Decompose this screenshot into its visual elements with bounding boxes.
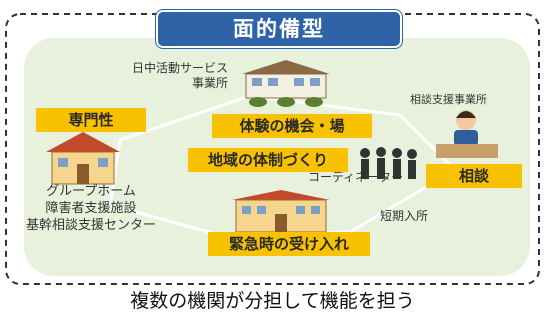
coordinator-label: コーディネーター (308, 170, 404, 184)
diagram-caption: 複数の機関が分担して機能を担う (130, 290, 415, 312)
counselor-person-icon (436, 110, 498, 158)
expertise-box: 専門性 (36, 108, 146, 132)
short-stay-building-icon (232, 190, 330, 233)
people-icon (360, 147, 417, 179)
consult-office-label: 相談支援事業所 (410, 93, 487, 106)
emergency-box: 緊急時の受け入れ (208, 232, 370, 256)
community-box: 地域の体制づくり (188, 148, 348, 172)
group-home-house-icon (46, 132, 120, 185)
consultation-box: 相談 (426, 164, 522, 188)
day-service-label: 日中活動サービス 事業所 (132, 61, 229, 90)
experience-box: 体験の機会・場 (212, 114, 372, 138)
diagram-title: 面的備型 (155, 9, 403, 49)
day-activity-building-icon (242, 60, 330, 107)
connection-ring (108, 94, 458, 237)
short-stay-label: 短期入所 (380, 209, 429, 223)
group-home-label: グループホーム 障害者支援施設 基幹相談支援センター (26, 184, 157, 233)
